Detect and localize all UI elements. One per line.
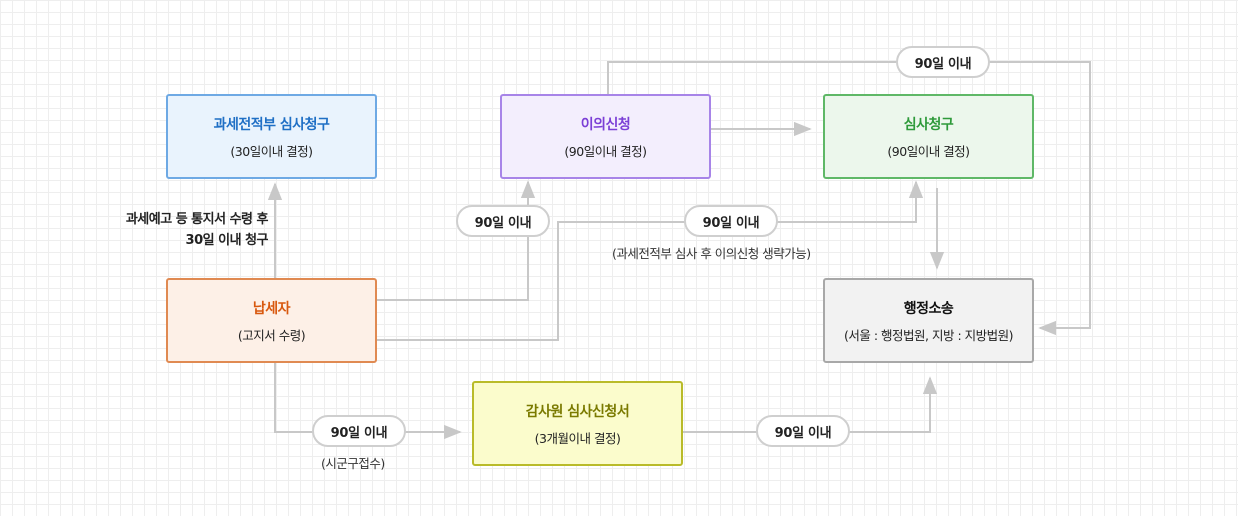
review-box: 심사청구 (90일이내 결정) [823,94,1034,179]
skip-note: (과세전적부 심사 후 이의신청 생략가능) [612,246,811,261]
litigation-sub: (서울 : 행정법원, 지방 : 지방법원) [843,327,1014,343]
pre-review-title: 과세전적부 심사청구 [213,116,330,133]
pill-90-days-review: 90일 이내 [684,205,778,237]
arrow-taxpayer-to-objection [376,180,536,301]
pre-notice-label: 과세예고 등 통지서 수령 후 30일 이내 청구 [90,209,269,251]
pill-90-days-audit-out: 90일 이내 [756,415,850,447]
pre-notice-line2: 30일 이내 청구 [185,233,269,248]
audit-sub: (3개월이내 결정) [534,430,621,446]
taxpayer-box: 납세자 (고지서 수령) [166,278,377,363]
review-title: 심사청구 [903,116,954,133]
audit-box: 감사원 심사신청서 (3개월이내 결정) [472,381,683,466]
objection-box: 이의신청 (90일이내 결정) [500,94,711,179]
pre-notice-line1: 과세예고 등 통지서 수령 후 [125,212,269,227]
pre-review-sub: (30일이내 결정) [230,143,313,159]
litigation-box: 행정소송 (서울 : 행정법원, 지방 : 지방법원) [823,278,1034,363]
taxpayer-title: 납세자 [252,300,291,317]
pill-90-days-objection: 90일 이내 [456,205,550,237]
audit-title: 감사원 심사신청서 [525,403,630,420]
arrow-taxpayer-to-review [376,180,924,341]
pill-90-days-audit-in: 90일 이내 [312,415,406,447]
pre-review-box: 과세전적부 심사청구 (30일이내 결정) [166,94,377,179]
objection-sub: (90일이내 결정) [564,143,647,159]
pill-90-days-top: 90일 이내 [896,46,990,78]
arrow-objection-to-litigation [607,61,1091,336]
objection-title: 이의신청 [580,116,631,133]
taxpayer-sub: (고지서 수령) [237,327,306,343]
litigation-title: 행정소송 [903,300,954,317]
city-office-note: (시군구접수) [321,456,385,471]
review-sub: (90일이내 결정) [887,143,970,159]
